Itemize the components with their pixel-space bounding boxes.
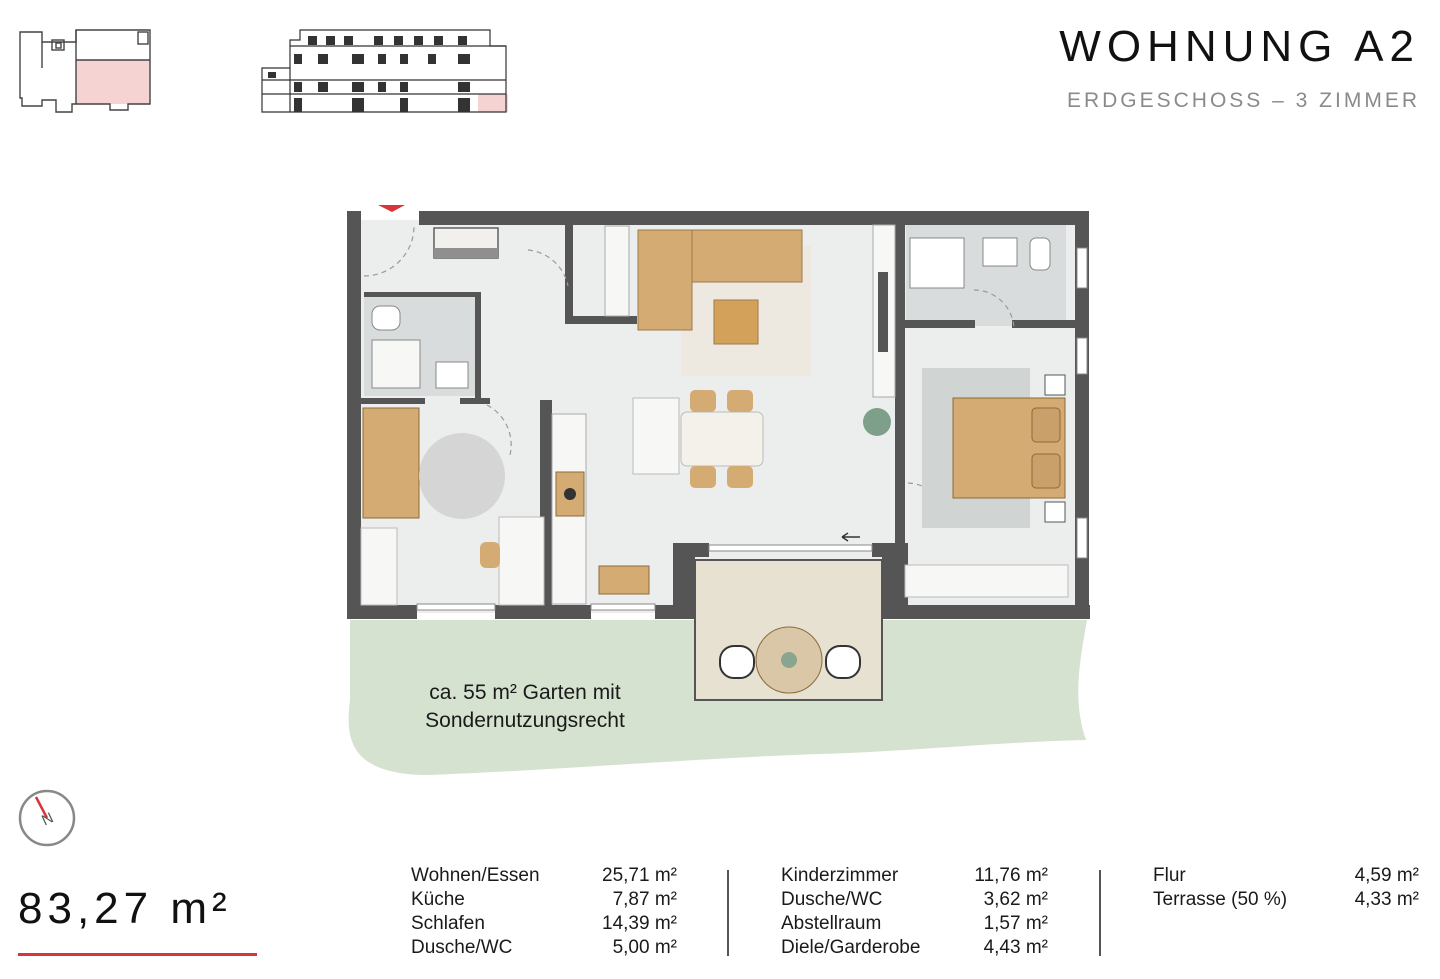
room-area: 25,71 m²	[602, 865, 677, 886]
garden-label-line1: ca. 55 m² Garten mit	[429, 681, 621, 704]
page-title: WOHNUNG A2	[1059, 22, 1420, 71]
table-divider	[727, 870, 729, 956]
garden-label: ca. 55 m² Garten mit Sondernutzungsrecht	[395, 679, 655, 735]
building-elevation-key	[261, 29, 508, 113]
room-name: Abstellraum	[781, 913, 882, 934]
page-subtitle: ERDGESCHOSS – 3 ZIMMER	[1066, 89, 1420, 112]
room-name: Diele/Garderobe	[781, 937, 921, 958]
room-name: Küche	[411, 889, 465, 910]
room-name: Terrasse (50 %)	[1153, 889, 1288, 910]
room-area: 14,39 m²	[602, 913, 677, 934]
room-table-col2: Kinderzimmer 11,76 m² Dusche/WC 3,62 m² Ab…	[781, 864, 1048, 960]
room-area: 4,33 m²	[1354, 889, 1419, 910]
room-name: Flur	[1153, 865, 1186, 886]
room-row: Schlafen 14,39 m²	[411, 912, 677, 936]
room-row: Diele/Garderobe 4,43 m²	[781, 936, 1048, 960]
room-name: Dusche/WC	[781, 889, 883, 910]
room-area: 1,57 m²	[983, 913, 1048, 934]
room-table-col3: Flur 4,59 m² Terrasse (50 %) 4,33 m²	[1153, 864, 1419, 912]
room-name: Schlafen	[411, 913, 485, 934]
room-name: Dusche/WC	[411, 937, 513, 958]
room-row: Wohnen/Essen 25,71 m²	[411, 864, 677, 888]
compass-icon: N	[18, 789, 76, 847]
table-divider	[1099, 870, 1101, 956]
room-name: Kinderzimmer	[781, 865, 899, 886]
room-row: Terrasse (50 %) 4,33 m²	[1153, 888, 1419, 912]
compass-label: N	[39, 809, 56, 829]
walls	[347, 211, 1090, 619]
room-name: Wohnen/Essen	[411, 865, 540, 886]
room-row: Flur 4,59 m²	[1153, 864, 1419, 888]
room-row: Kinderzimmer 11,76 m²	[781, 864, 1048, 888]
total-area: 83,27 m²	[18, 884, 232, 933]
room-area: 11,76 m²	[974, 865, 1048, 886]
room-area: 7,87 m²	[612, 889, 677, 910]
room-row: Abstellraum 1,57 m²	[781, 912, 1048, 936]
room-row: Küche 7,87 m²	[411, 888, 677, 912]
total-area-underline	[18, 953, 257, 956]
room-row: Dusche/WC 5,00 m²	[411, 936, 677, 960]
room-row: Dusche/WC 3,62 m²	[781, 888, 1048, 912]
room-area: 4,59 m²	[1354, 865, 1419, 886]
floor-plan	[347, 205, 1090, 775]
entrance-marker	[378, 205, 405, 212]
site-key-plan	[19, 29, 151, 113]
room-area: 5,00 m²	[612, 937, 677, 958]
garden-label-line2: Sondernutzungsrecht	[425, 709, 625, 732]
room-table-col1: Wohnen/Essen 25,71 m² Küche 7,87 m² Schlaf…	[411, 864, 677, 960]
room-area: 3,62 m²	[983, 889, 1048, 910]
room-area: 4,43 m²	[983, 937, 1048, 958]
